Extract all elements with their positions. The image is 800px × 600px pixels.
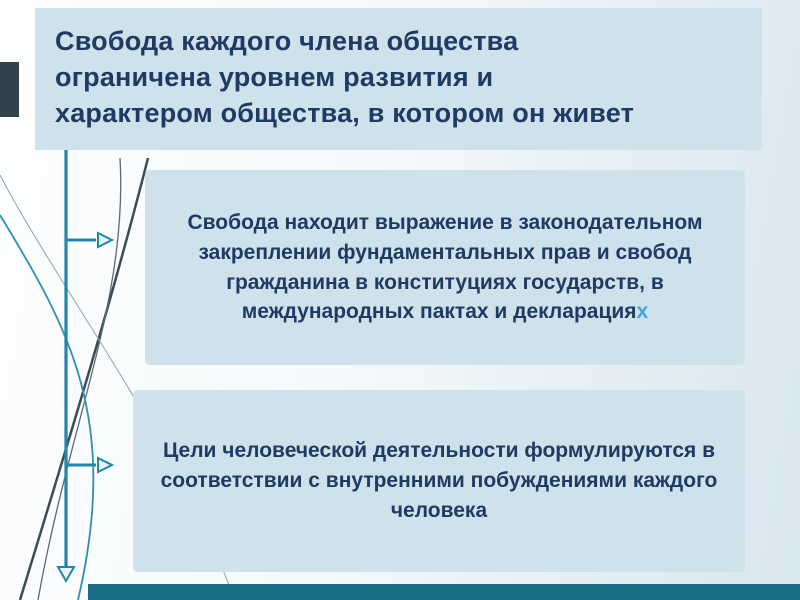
corner-accent (0, 62, 19, 117)
down-arrowhead-icon (56, 566, 76, 584)
content-box-freedom-expression: Свобода находит выражение в законодатель… (145, 170, 745, 365)
slide-title-line-2: ограничена уровнем развития и (55, 61, 494, 92)
content-box-human-goals: Цели человеческой деятельности формулиру… (133, 390, 745, 572)
content-box-1-text: Свобода находит выражение в законодатель… (169, 208, 721, 327)
bottom-bar (88, 584, 800, 600)
slide-title-box: Свобода каждого члена общества ограничен… (35, 8, 762, 150)
slide-title-line-1: Свобода каждого члена общества (55, 26, 519, 56)
flow-connector (56, 148, 115, 584)
content-box-1-suffix: х (636, 300, 649, 324)
right-arrowhead-icon (97, 231, 115, 249)
right-arrowhead-icon (97, 456, 115, 474)
content-box-1-body: Свобода находит выражение в законодатель… (187, 210, 703, 324)
decorative-curve (37, 157, 122, 600)
decorative-curve (0, 214, 95, 600)
decorative-curve (18, 157, 150, 600)
content-box-2-text: Цели человеческой деятельности формулиру… (160, 439, 718, 522)
slide-title-line-3: характером общества, в котором он живет (55, 97, 635, 128)
